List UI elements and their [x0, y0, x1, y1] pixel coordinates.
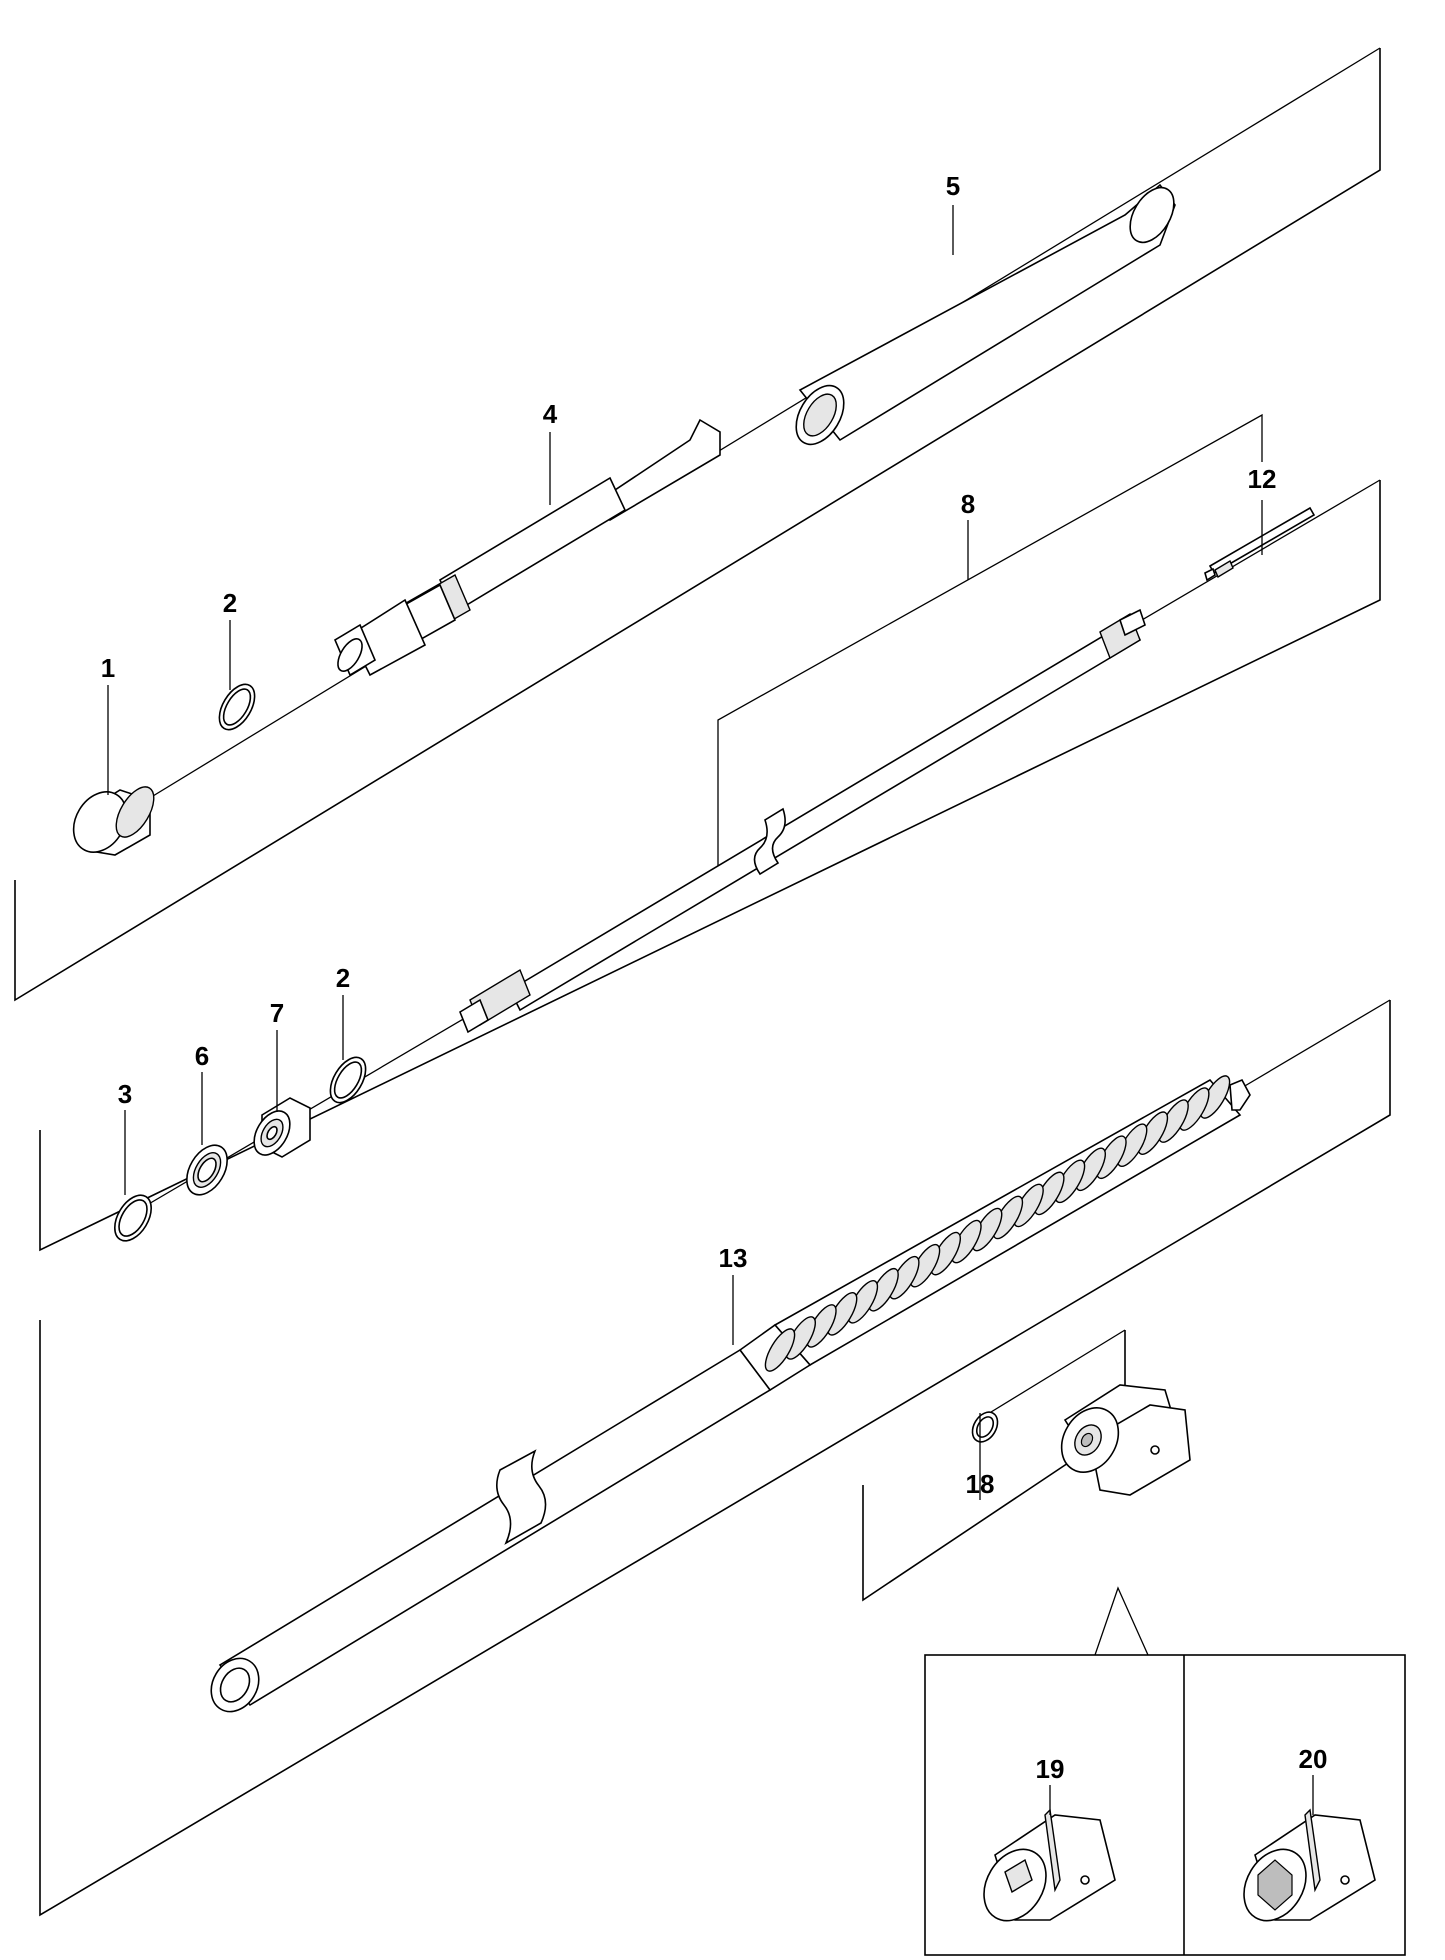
part-20-coupling	[1243, 1775, 1376, 1922]
part-2-oring-lower	[329, 1056, 367, 1104]
part-7-bearing	[253, 1097, 311, 1158]
panel-coupling-frame	[862, 1330, 1126, 1602]
axis-line-coupling	[977, 1329, 1126, 1421]
axis-line-lower	[1237, 999, 1391, 1091]
leader-split-19-20	[1094, 1586, 1149, 1656]
coil-ridge	[764, 1328, 796, 1372]
leader-bracket-8-12	[717, 413, 1263, 880]
panel-lower	[39, 1000, 1391, 1917]
panel-coupling	[862, 1330, 1126, 1602]
detail-boxes	[924, 1654, 1406, 1956]
callout-6: 6	[195, 1041, 209, 1071]
panel-upper	[14, 48, 1381, 1002]
part-12-pin	[1204, 506, 1316, 582]
detail-box-frame	[924, 1654, 1406, 1956]
callout-13: 13	[719, 1243, 748, 1273]
coupling-assembly	[1060, 1384, 1191, 1496]
part-1-cap	[72, 786, 155, 856]
panel-upper-frame	[14, 48, 1381, 1002]
callout-4: 4	[543, 399, 558, 429]
callout-7: 7	[270, 998, 284, 1028]
callout-leaders	[107, 205, 1263, 1500]
part-8-cable	[459, 608, 1146, 1034]
callout-8: 8	[961, 489, 975, 519]
panel-middle	[39, 480, 1381, 1252]
part-3-circlip	[114, 1194, 152, 1242]
axis-line-upper	[129, 47, 1381, 811]
callout-3: 3	[118, 1079, 132, 1109]
part-4-shaft	[333, 418, 721, 677]
part-19-coupling	[983, 1785, 1116, 1922]
callout-19: 19	[1036, 1754, 1065, 1784]
callout-2-upper: 2	[223, 588, 237, 618]
callout-12: 12	[1248, 464, 1277, 494]
callout-18: 18	[966, 1469, 995, 1499]
callout-20: 20	[1299, 1744, 1328, 1774]
callout-5: 5	[946, 171, 960, 201]
panel-lower-frame	[39, 1000, 1391, 1917]
part-5-tube	[795, 183, 1176, 446]
part-2-oring-upper	[218, 683, 256, 731]
part-6-washer	[186, 1144, 228, 1196]
hose-coil-ridges	[764, 1075, 1231, 1372]
part-13-hose	[210, 1075, 1251, 1713]
part-18-oring	[971, 1411, 999, 1443]
callout-2-lower: 2	[336, 963, 350, 993]
panel-middle-frame	[39, 480, 1381, 1252]
callout-1: 1	[101, 653, 115, 683]
